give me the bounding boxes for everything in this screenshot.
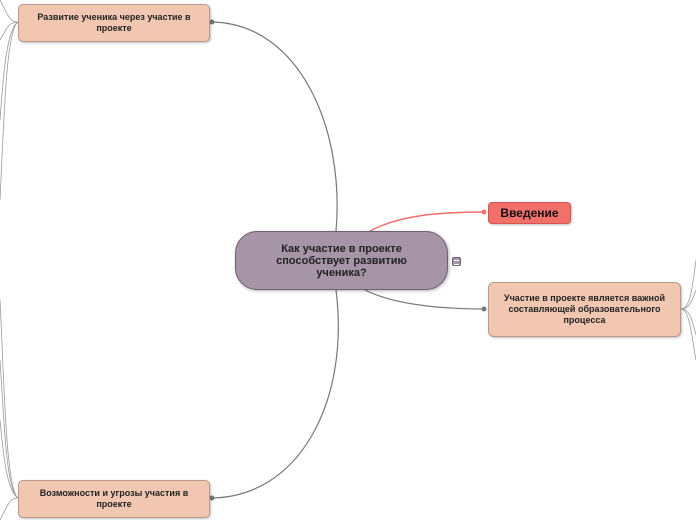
topic-intro[interactable]: Введение bbox=[488, 202, 571, 224]
left-branch-lines bbox=[0, 0, 19, 520]
topic-intro-label: Введение bbox=[500, 206, 559, 220]
connector-intro bbox=[369, 211, 487, 232]
connector-right bbox=[364, 289, 487, 310]
topic-top-label: Развитие ученика через участие в проекте bbox=[37, 12, 191, 33]
right-branch-lines bbox=[680, 259, 696, 361]
topic-top[interactable]: Развитие ученика через участие в проекте bbox=[18, 4, 210, 42]
connector-bottom-end bbox=[209, 495, 215, 501]
connector-right-end bbox=[481, 306, 487, 312]
connector-bottom bbox=[209, 289, 339, 499]
topic-right-label: Участие в проекте является важной состав… bbox=[503, 293, 665, 325]
topic-bottom[interactable]: Возможности и угрозы участия в проекте bbox=[18, 480, 210, 518]
topic-right[interactable]: Участие в проекте является важной состав… bbox=[488, 282, 681, 337]
connector-intro-end bbox=[481, 209, 487, 215]
central-topic[interactable]: Как участие в проекте способствует разви… bbox=[235, 231, 448, 290]
central-topic-label: Как участие в проекте способствует разви… bbox=[276, 242, 407, 279]
connector-top bbox=[209, 21, 338, 232]
connector-top-end bbox=[209, 19, 215, 25]
note-icon[interactable] bbox=[452, 257, 461, 266]
topic-bottom-label: Возможности и угрозы участия в проекте bbox=[39, 488, 189, 509]
